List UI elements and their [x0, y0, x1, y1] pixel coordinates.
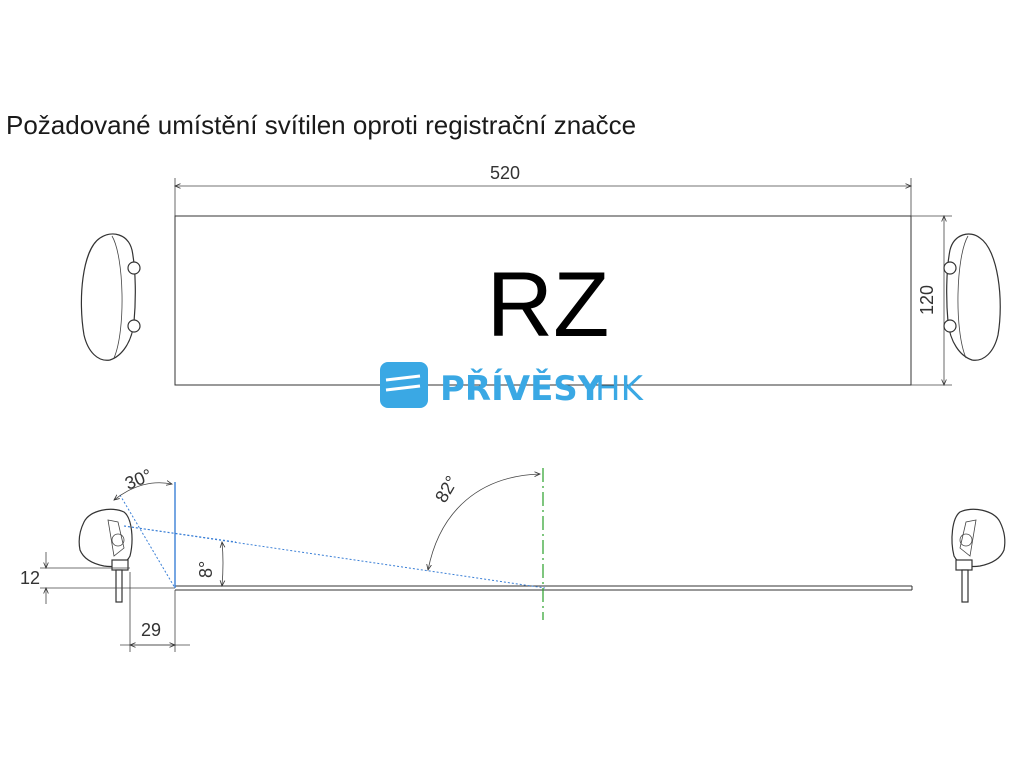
- plate-text: RZ: [487, 254, 610, 356]
- left-lamp-front: [80, 233, 141, 361]
- height-label-12: 12: [20, 568, 40, 588]
- angle-8-arc: 8°: [196, 542, 223, 586]
- angle-label-82: 82°: [431, 472, 462, 506]
- diagram-title: Požadované umístění svítilen oproti regi…: [6, 110, 637, 140]
- brand-name-light: HK: [595, 369, 645, 409]
- brand-logo-icon: [380, 362, 428, 408]
- light-guide-lines: [119, 482, 546, 589]
- offset-label-29: 29: [141, 620, 161, 640]
- plate-width-dimension: 520: [175, 163, 911, 216]
- offset-dimension-29: 29: [120, 572, 190, 652]
- license-plate: [174, 215, 912, 386]
- angle-label-30: 30°: [122, 465, 155, 494]
- angle-label-8: 8°: [196, 561, 216, 578]
- plate-width-label: 520: [490, 163, 520, 183]
- left-lamp-side: [78, 508, 133, 603]
- side-view: 12 29 30° 8°: [20, 465, 1006, 652]
- plate-height-label: 120: [917, 285, 937, 315]
- front-view: 520 RZ 120: [80, 163, 1001, 409]
- angle-30-arc: 30°: [114, 465, 172, 500]
- angle-82-arc: 82°: [428, 472, 540, 570]
- brand-watermark: PŘÍVĚSY HK: [380, 362, 645, 409]
- brand-name-bold: PŘÍVĚSY: [440, 368, 603, 409]
- right-lamp-front: [943, 233, 1001, 361]
- height-dimension-12: 12: [20, 552, 175, 604]
- plate-height-dimension: 120: [911, 216, 952, 385]
- right-lamp-side: [951, 508, 1006, 603]
